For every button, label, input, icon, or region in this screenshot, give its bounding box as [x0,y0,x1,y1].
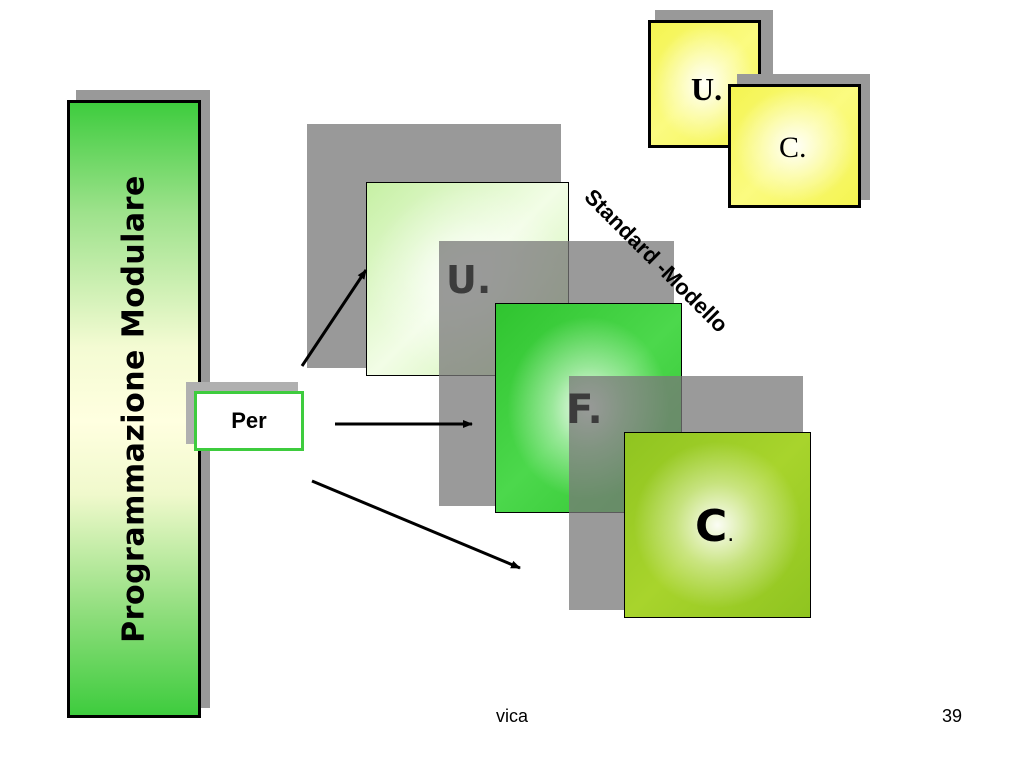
c-block-letter: C [695,501,728,552]
c-block: C. [624,432,811,618]
f-block-label: F. [566,387,603,433]
f-block-dot: . [587,387,603,433]
f-block-letter: F [566,387,588,433]
per-box: Per [194,391,304,451]
title-bar: Programmazione Modulare [67,100,201,718]
page-number: 39 [941,706,962,726]
mini-u-label: U. [691,71,723,107]
u-block-letter: U [446,258,477,302]
per-box-label: Per [231,408,267,433]
mini-c-label: C. [779,131,807,164]
u-block-label: U. [446,258,491,302]
c-block-dot: . [727,522,735,547]
footer-author: vica [495,706,528,726]
title-bar-text: Programmazione Modulare [116,175,152,643]
u-block-dot: . [476,258,492,302]
mini-c-block: C. [728,84,861,208]
c-block-label: C. [695,501,734,552]
